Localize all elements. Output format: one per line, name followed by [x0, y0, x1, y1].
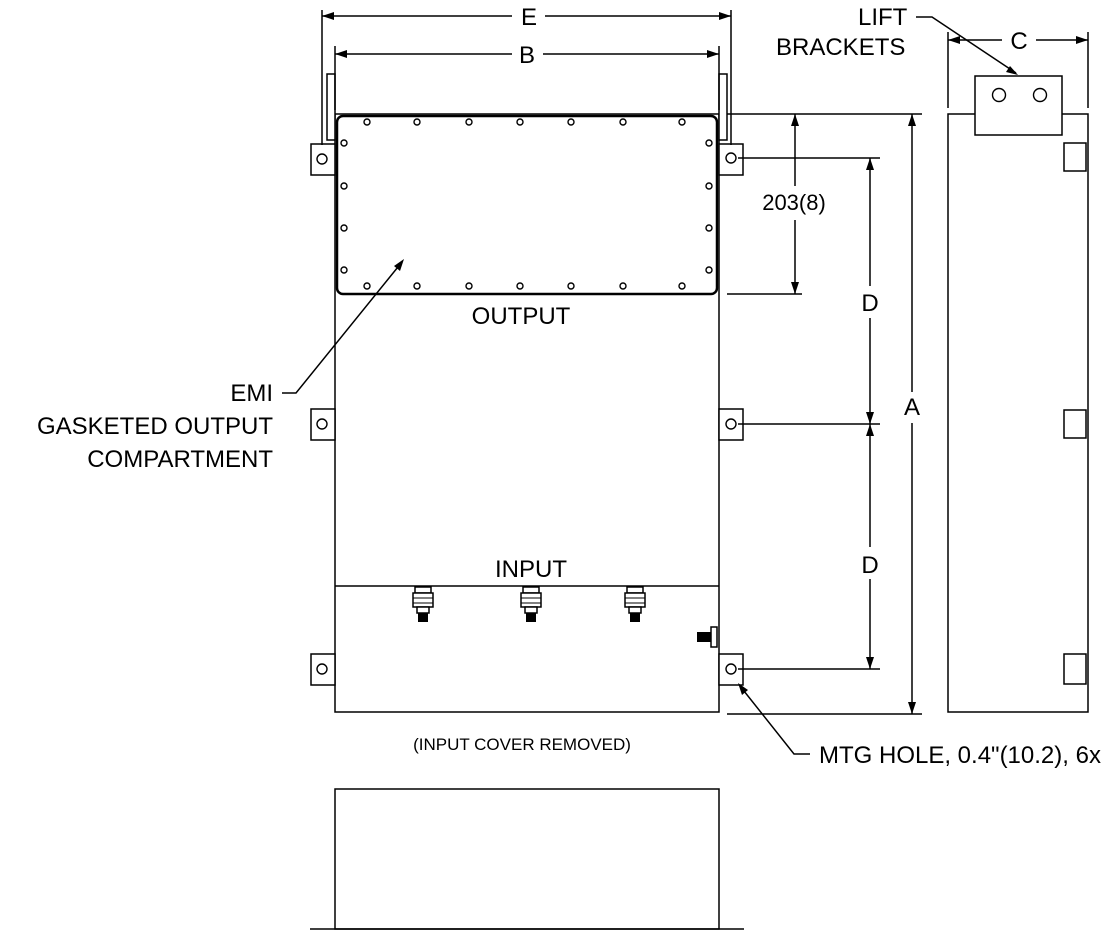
input-cover: [334, 788, 720, 930]
dimension-e: E: [321, 4, 732, 145]
dim-d-upper-label: D: [861, 290, 878, 317]
side-tab-mid: [1063, 409, 1087, 439]
dimension-a: A: [727, 113, 922, 715]
input-cover-view: [310, 788, 744, 930]
emi-label-line2: GASKETED OUTPUT: [37, 413, 273, 440]
dim-d-lower-label: D: [861, 552, 878, 579]
lift-label-line2: BRACKETS: [776, 34, 905, 61]
side-view: [947, 75, 1089, 713]
emi-label-line3: COMPARTMENT: [87, 446, 273, 473]
front-view: OUTPUT INPUT (INPUT COVER REMOVED): [310, 73, 744, 754]
side-tab-top: [1063, 142, 1087, 172]
dim-203-label: 203(8): [762, 190, 826, 215]
mtg-hole-callout: MTG HOLE, 0.4"(10.2), 6x: [738, 683, 1101, 769]
gasket-screws: [340, 118, 713, 290]
lift-post-left: [326, 73, 336, 141]
emi-callout: EMI GASKETED OUTPUT COMPARTMENT: [37, 259, 404, 473]
terminal-3: [624, 586, 646, 622]
dim-b-label: B: [519, 42, 535, 69]
output-compartment: [335, 114, 719, 296]
output-label: OUTPUT: [472, 303, 571, 330]
dimension-203: 203(8): [727, 114, 826, 295]
input-terminals: [412, 586, 646, 622]
side-lift-bracket: [974, 75, 1063, 136]
dimension-d: D D: [738, 157, 880, 670]
mtg-hole-label: MTG HOLE, 0.4"(10.2), 6x: [819, 742, 1101, 769]
lift-post-right: [718, 73, 728, 141]
lift-label-line1: LIFT: [858, 4, 908, 31]
terminal-1: [412, 586, 434, 622]
dimension-b: B: [334, 42, 720, 110]
bracket-hole-2: [1032, 87, 1048, 103]
dim-e-label: E: [521, 4, 537, 31]
input-cover-note: (INPUT COVER REMOVED): [413, 735, 631, 754]
emi-label-line1: EMI: [230, 380, 273, 407]
input-label: INPUT: [495, 556, 567, 583]
side-tab-bottom: [1063, 653, 1087, 685]
dimension-c: C: [947, 28, 1089, 108]
ground-stud: [697, 626, 718, 648]
dim-a-label: A: [904, 394, 920, 421]
lift-bracket-callout: LIFT BRACKETS: [776, 4, 1018, 75]
dim-c-label: C: [1010, 28, 1027, 55]
bracket-hole-1: [991, 87, 1007, 103]
terminal-2: [520, 586, 542, 622]
